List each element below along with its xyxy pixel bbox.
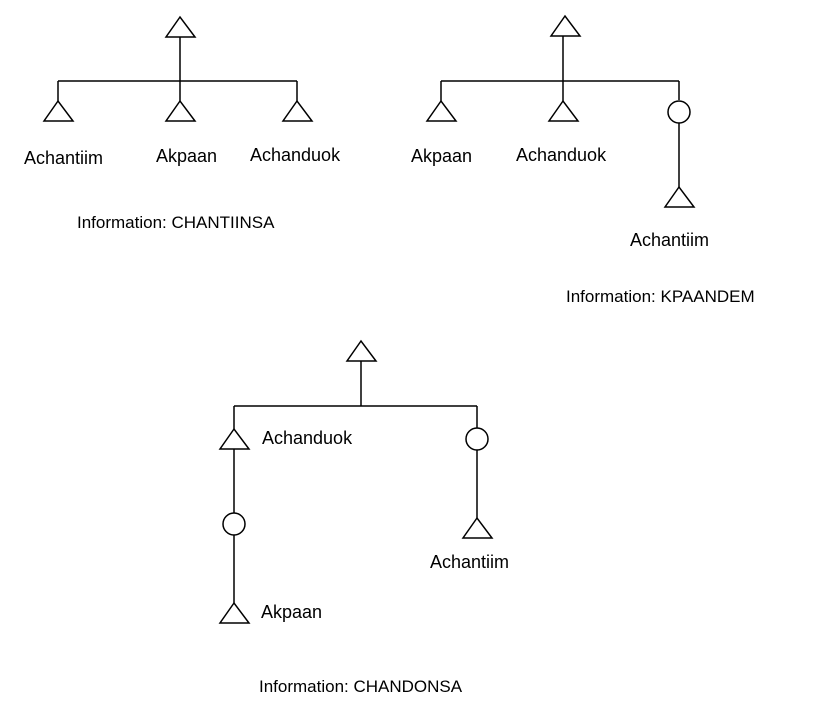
- triangle-icon: [547, 99, 580, 122]
- name-label-achanduok: Achanduok: [516, 145, 607, 165]
- triangle-icon: [218, 427, 251, 450]
- triangle-icon: [281, 99, 314, 122]
- triangle-icon: [663, 185, 696, 208]
- triangle-icon: [42, 99, 75, 122]
- triangle-icon: [461, 516, 494, 539]
- name-label-achantiim: Achantiim: [630, 230, 710, 250]
- circle-icon: [222, 512, 246, 536]
- info-label-chandonsa: Information: CHANDONSA: [259, 677, 463, 696]
- triangle-icon: [164, 99, 197, 122]
- circle-icon: [667, 100, 691, 124]
- name-label-achanduok: Achanduok: [250, 145, 341, 165]
- name-label-achantiim: Achantiim: [24, 148, 104, 168]
- diagram-chandonsa: [218, 339, 494, 624]
- info-label-kpaandem: Information: KPAANDEM: [566, 287, 755, 306]
- info-label-chantiinsa: Information: CHANTIINSA: [77, 213, 275, 232]
- diagram-kpaandem: [425, 14, 696, 208]
- triangle-icon: [549, 14, 582, 37]
- triangle-icon: [164, 15, 197, 38]
- diagram-chantiinsa: [42, 15, 314, 122]
- name-label-achantiim: Achantiim: [430, 552, 510, 572]
- triangle-icon: [345, 339, 378, 362]
- triangle-icon: [425, 99, 458, 122]
- name-label-akpaan: Akpaan: [156, 146, 218, 166]
- name-label-akpaan: Akpaan: [261, 602, 323, 622]
- name-label-akpaan: Akpaan: [411, 146, 473, 166]
- triangle-icon: [218, 601, 251, 624]
- circle-icon: [465, 427, 489, 451]
- name-label-achanduok: Achanduok: [262, 428, 353, 448]
